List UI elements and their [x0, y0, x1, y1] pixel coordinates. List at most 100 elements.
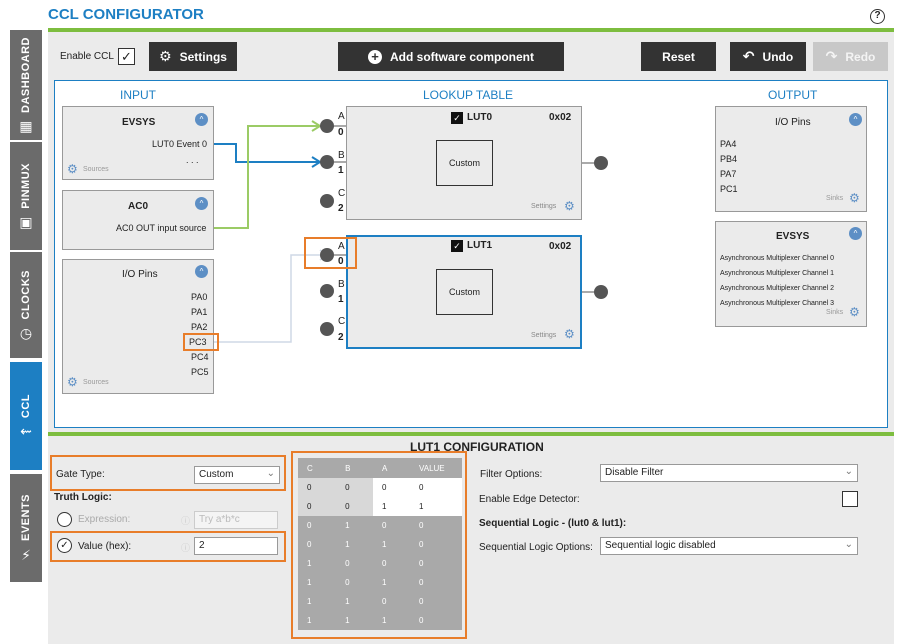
sidebar: DASHBOARD ▦ PINMUX ▣ CLOCKS ◷ CCL ⇜ EVEN…: [0, 0, 46, 644]
truth-table-header: C: [298, 458, 337, 478]
filter-options-select[interactable]: Disable Filter ⌄: [600, 464, 858, 482]
chevron-up-icon[interactable]: ^: [195, 113, 208, 126]
pin-pa1[interactable]: PA1: [191, 307, 208, 317]
truth-table-cell: 1: [298, 554, 337, 573]
pin-pc1[interactable]: PC1: [720, 184, 738, 194]
input-header: INPUT: [120, 88, 156, 102]
chevron-up-icon[interactable]: ^: [195, 197, 208, 210]
truth-table-value-cell[interactable]: 0: [410, 554, 462, 573]
edge-detector-checkbox[interactable]: [842, 491, 858, 507]
lut0-port-c-letter: C: [338, 188, 346, 199]
help-icon[interactable]: ?: [870, 9, 885, 24]
edge-detector-label: Enable Edge Detector:: [479, 494, 580, 505]
lut0-enable-checkbox[interactable]: ✓: [451, 112, 463, 124]
pin-pa7[interactable]: PA7: [720, 169, 737, 179]
evsys-channel-0[interactable]: Asynchronous Multiplexer Channel 0: [720, 255, 835, 262]
expression-input[interactable]: Try a*b*c: [194, 511, 278, 529]
lut1-enable-checkbox[interactable]: ✓: [451, 240, 463, 252]
output-header: OUTPUT: [768, 88, 818, 102]
settings-button[interactable]: ⚙ Settings: [149, 42, 237, 71]
lut1-port-a[interactable]: [320, 248, 334, 262]
chevron-up-icon[interactable]: ^: [849, 113, 862, 126]
tab-ccl[interactable]: CCL ⇜: [10, 362, 42, 470]
lut0-function-block[interactable]: Custom: [436, 140, 493, 186]
add-software-component-button[interactable]: + Add software component: [338, 42, 564, 71]
lut0-port-c[interactable]: [320, 194, 334, 208]
truth-table-header: A: [373, 458, 410, 478]
undo-button-label: Undo: [762, 49, 794, 64]
ac0-signal: AC0 OUT input source: [116, 223, 207, 233]
pin-pa4[interactable]: PA4: [720, 139, 737, 149]
evsys-channel-1[interactable]: Asynchronous Multiplexer Channel 1: [720, 270, 835, 277]
lut1-port-b-letter: B: [338, 279, 345, 290]
pin-pa2[interactable]: PA2: [191, 322, 208, 332]
tab-clocks[interactable]: CLOCKS ◷: [10, 252, 42, 358]
truth-table-value-cell[interactable]: 0: [410, 573, 462, 592]
io-pins-output-box[interactable]: [715, 106, 867, 212]
lut0-output-port[interactable]: [594, 156, 608, 170]
undo-button[interactable]: ↶ Undo: [730, 42, 806, 71]
truth-table-cell: 0: [373, 516, 410, 535]
sources-gear-icon[interactable]: ⚙: [67, 375, 78, 389]
evsys-output-box[interactable]: [715, 221, 867, 327]
reset-button[interactable]: Reset: [641, 42, 716, 71]
lut1-function-label: Custom: [448, 287, 480, 297]
pin-pa0[interactable]: PA0: [191, 292, 208, 302]
redo-button[interactable]: ↷ Redo: [813, 42, 888, 71]
evsys-channel-3[interactable]: Asynchronous Multiplexer Channel 3: [720, 300, 835, 307]
expression-label: Expression:: [78, 514, 131, 525]
truth-table-value-cell[interactable]: 0: [410, 516, 462, 535]
chevron-up-icon[interactable]: ^: [195, 265, 208, 278]
tab-pinmux[interactable]: PINMUX ▣: [10, 142, 42, 250]
sinks-gear-icon[interactable]: ⚙: [849, 305, 860, 319]
evsys-channel-2[interactable]: Asynchronous Multiplexer Channel 2: [720, 285, 835, 292]
reset-button-label: Reset: [662, 49, 695, 64]
lut1-port-b[interactable]: [320, 284, 334, 298]
truth-table-cell: 0: [298, 535, 337, 554]
io-pins-output-title: I/O Pins: [775, 117, 811, 128]
truth-table-cell: 1: [373, 611, 410, 630]
truth-table-value-cell[interactable]: 0: [410, 592, 462, 611]
tab-events[interactable]: EVENTS ⚡: [10, 474, 42, 582]
truth-table-highlight: [291, 451, 467, 639]
truth-table-cell: 0: [298, 478, 337, 497]
evsys-input-box[interactable]: [62, 106, 214, 180]
page-title: CCL CONFIGURATOR: [48, 6, 204, 23]
value-hex-radio[interactable]: ✓: [57, 538, 72, 553]
pin-pc4[interactable]: PC4: [191, 352, 209, 362]
evsys-sources-label: Sources: [83, 166, 109, 173]
sequential-logic-select[interactable]: Sequential logic disabled ⌄: [600, 537, 858, 555]
lut1-port-a-letter: A: [338, 241, 345, 252]
truth-table-cell: 0: [298, 497, 337, 516]
lut1-settings-gear-icon[interactable]: ⚙: [564, 327, 575, 341]
pin-pc5[interactable]: PC5: [191, 367, 209, 377]
tab-dashboard[interactable]: DASHBOARD ▦: [10, 30, 42, 140]
truth-table-value-cell[interactable]: 0: [410, 535, 462, 554]
chevron-up-icon[interactable]: ^: [849, 227, 862, 240]
value-hex-input[interactable]: 2: [194, 537, 278, 555]
lut0-settings-gear-icon[interactable]: ⚙: [564, 199, 575, 213]
chevron-down-icon: ⌄: [266, 468, 275, 479]
truth-table-value-cell[interactable]: 0: [410, 478, 462, 497]
lut1-function-block[interactable]: Custom: [436, 269, 493, 315]
lut0-port-a[interactable]: [320, 119, 334, 133]
chevron-down-icon: ⌄: [844, 539, 853, 550]
io-pins-input-box[interactable]: [62, 259, 214, 394]
lut1-port-c[interactable]: [320, 322, 334, 336]
sinks-gear-icon[interactable]: ⚙: [849, 191, 860, 205]
sources-gear-icon[interactable]: ⚙: [67, 162, 78, 176]
enable-ccl-checkbox[interactable]: ✓: [118, 48, 135, 65]
truth-table-cell: 1: [373, 535, 410, 554]
gate-type-select[interactable]: Custom ⌄: [194, 466, 280, 484]
expression-radio[interactable]: [57, 512, 72, 527]
pin-pb4[interactable]: PB4: [720, 154, 738, 164]
truth-table-value-cell[interactable]: 0: [410, 611, 462, 630]
lut0-port-b[interactable]: [320, 155, 334, 169]
pin-pc3[interactable]: PC3: [189, 337, 207, 347]
ac0-box[interactable]: [62, 190, 214, 250]
truth-table-value-cell[interactable]: 1: [410, 497, 462, 516]
lut1-output-port[interactable]: [594, 285, 608, 299]
